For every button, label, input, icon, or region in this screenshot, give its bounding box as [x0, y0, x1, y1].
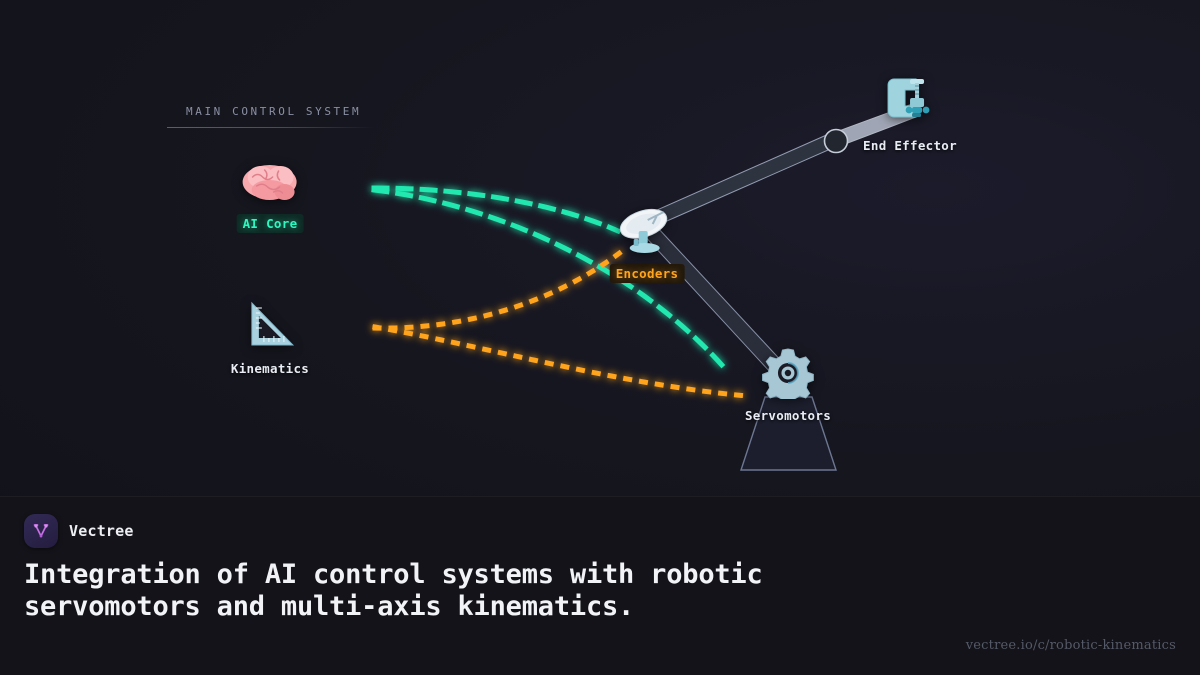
brand-block: Vectree: [24, 514, 134, 548]
edge-layer: [371, 103, 917, 471]
node-label-end-effector: End Effector: [863, 138, 957, 153]
brain-icon: [237, 159, 304, 208]
node-ai-core[interactable]: AI Core: [236, 159, 304, 233]
edge-ai-to-servomotors: [371, 187, 732, 376]
set-square-icon: [231, 300, 309, 355]
node-label-kinematics: Kinematics: [230, 361, 310, 376]
diagram-canvas: MAIN CONTROL SYSTEM: [167, 71, 957, 471]
caption-headline: Integration of AI control systems with r…: [24, 559, 763, 622]
section-header: MAIN CONTROL SYSTEM: [167, 105, 373, 128]
gear-icon: [745, 347, 831, 407]
node-encoders[interactable]: Encoders: [609, 203, 685, 283]
brand-name: Vectree: [69, 522, 134, 540]
node-label-encoders: Encoders: [609, 264, 685, 283]
edge-ai-to-encoders: [371, 185, 622, 235]
node-kinematics[interactable]: Kinematics: [231, 300, 309, 376]
edge-kinematics-to-servomotors: [372, 324, 751, 399]
caption-bar: Vectree Integration of AI control system…: [0, 496, 1200, 675]
section-title: MAIN CONTROL SYSTEM: [186, 105, 362, 118]
node-label-ai-core: AI Core: [236, 214, 304, 233]
arm-joint: [823, 128, 849, 154]
node-end-effector[interactable]: End Effector: [863, 71, 957, 153]
node-label-servomotors: Servomotors: [744, 408, 832, 423]
node-servomotors[interactable]: Servomotors: [745, 347, 831, 423]
vectree-logo-icon: [24, 514, 58, 548]
clamp-icon: [863, 71, 957, 132]
section-divider: [167, 127, 373, 128]
edge-kinematics-to-encoders: [372, 244, 630, 331]
source-url: vectree.io/c/robotic-kinematics: [965, 638, 1176, 653]
satellite-dish-icon: [610, 203, 685, 258]
